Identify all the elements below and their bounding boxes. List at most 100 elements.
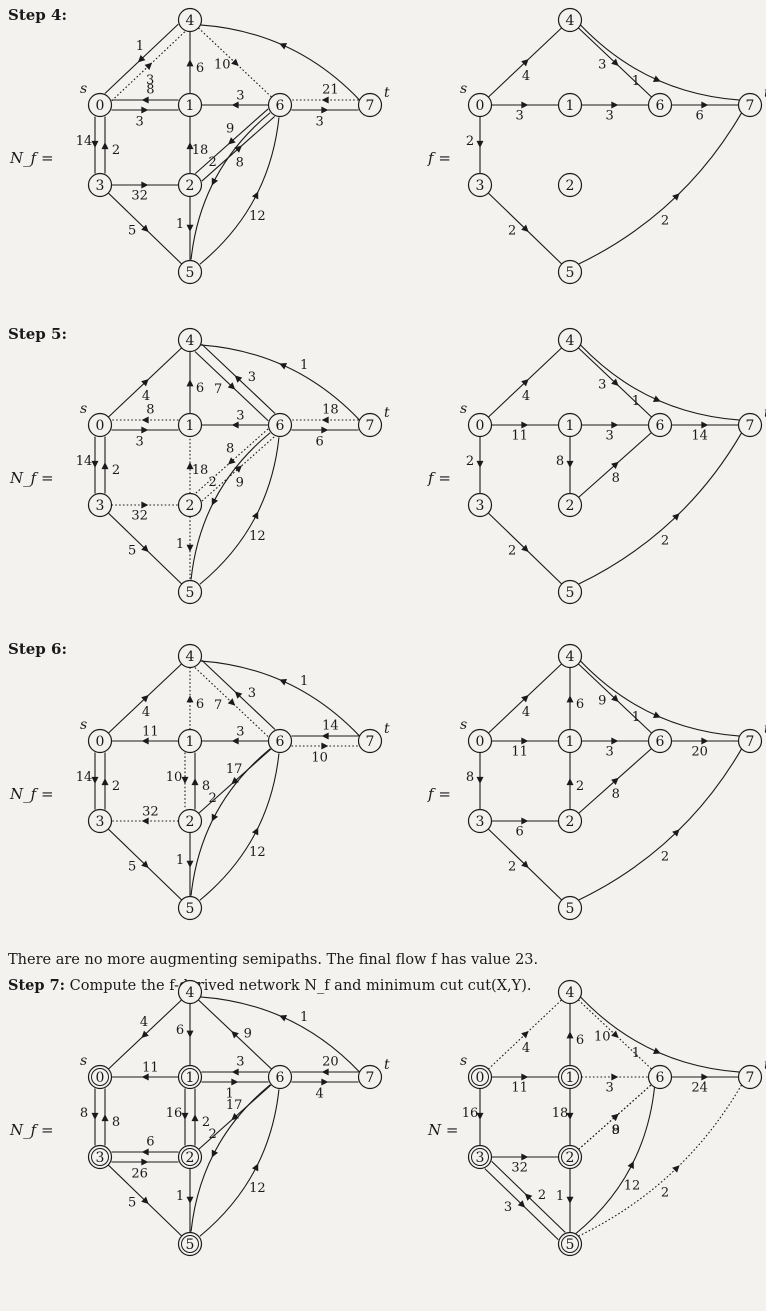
edge-7-6: 21	[291, 83, 359, 104]
node-label: 1	[566, 734, 575, 750]
cut-marker-ring	[561, 1068, 579, 1086]
edge-arrowhead	[701, 737, 709, 745]
cut-marker-ring	[91, 1068, 109, 1086]
edge-arrowhead	[476, 1112, 484, 1120]
edge-7-4	[200, 24, 360, 101]
node-0: 0	[467, 1064, 493, 1090]
edge-arrowhead	[186, 860, 194, 868]
edge-line	[580, 660, 740, 737]
node-label: 4	[566, 985, 575, 1001]
node-label: 3	[476, 1150, 485, 1166]
edge-capacity-label: 3	[236, 1055, 244, 1070]
edge-line	[199, 753, 280, 901]
node-circle	[467, 412, 493, 438]
edge-arrowhead	[521, 737, 529, 745]
node-label: 0	[476, 98, 485, 114]
edge-capacity-label: 17	[226, 1098, 243, 1113]
edge-capacity-label: 3	[248, 686, 256, 701]
edge-2-6: 8	[201, 115, 276, 182]
node-circle	[737, 1064, 763, 1090]
node-circle	[177, 492, 203, 518]
edge-3-5: 2	[487, 512, 563, 585]
edge-capacity-label: 2	[538, 1188, 546, 1203]
edge-capacity-label: 1	[176, 537, 184, 552]
edge-arrowhead	[141, 1158, 149, 1166]
node-circle	[557, 643, 583, 669]
edge-capacity-label: 9	[244, 1026, 252, 1041]
node-6: 6	[267, 412, 293, 438]
edge-capacity-label: 4	[522, 389, 530, 404]
edge-arrowhead	[186, 224, 194, 232]
edge-arrowhead	[279, 43, 288, 50]
node-6: 6	[267, 728, 293, 754]
edge-6-7: 6	[291, 426, 359, 450]
node-2: 2	[557, 1144, 583, 1170]
edge-capacity-label: 10	[311, 751, 328, 766]
edge-2-1: 18	[186, 116, 208, 174]
edge-arrowhead	[521, 379, 529, 387]
edge-arrowhead	[566, 1031, 574, 1039]
source-label: s	[80, 717, 87, 733]
node-label: 3	[476, 498, 485, 514]
edge-arrowhead	[521, 421, 529, 429]
edge-arrowhead	[191, 1114, 199, 1122]
edge-3-5: 5	[107, 828, 183, 901]
cut-marker-ring	[561, 1235, 579, 1253]
edge-4-6: 7	[194, 351, 269, 422]
edge-capacity-label: 11	[511, 745, 528, 760]
edge-3-0: 2	[101, 116, 120, 174]
edge-capacity-label: 2	[209, 1127, 217, 1142]
edge-capacity-label: 9	[226, 121, 234, 136]
node-label: 6	[276, 1070, 285, 1086]
node-0: 0	[87, 412, 113, 438]
network-label: N_f =	[9, 469, 54, 487]
edge-arrowhead	[321, 1068, 329, 1076]
node-label: 2	[566, 498, 575, 514]
node-1: 1	[557, 728, 583, 754]
edge-arrowhead	[611, 461, 619, 470]
edge-2-3: 32	[111, 805, 179, 825]
edge-1-0: 8	[111, 83, 179, 104]
node-circle	[467, 808, 493, 834]
node-label: 1	[566, 418, 575, 434]
edge-capacity-label: 6	[196, 61, 204, 76]
edge-capacity-label: 2	[112, 779, 120, 794]
edge-capacity-label: 8	[226, 441, 234, 456]
edge-capacity-label: 11	[511, 429, 528, 444]
edge-capacity-label: 20	[691, 745, 708, 760]
node-label: 1	[186, 418, 195, 434]
edge-3-2: 32	[111, 181, 179, 204]
edge-capacity-label: 32	[511, 1161, 528, 1176]
node-7: 7	[737, 92, 763, 118]
node-label: 7	[746, 418, 755, 434]
edge-arrowhead	[524, 1193, 533, 1201]
edge-4-6: 10	[577, 999, 653, 1070]
edge-3-5: 2	[487, 828, 563, 901]
edge-arrowhead	[521, 224, 529, 233]
node-label: 0	[96, 734, 105, 750]
node-circle	[177, 979, 203, 1005]
edge-capacity-label: 12	[249, 1181, 266, 1196]
edge-line	[578, 748, 743, 901]
edge-capacity-label: 9	[598, 694, 606, 709]
edge-7-4: 1	[200, 996, 360, 1073]
edge-arrowhead	[141, 1030, 149, 1038]
node-0: 0	[87, 92, 113, 118]
edge-arrowhead	[91, 1112, 99, 1120]
node-label: 3	[96, 1150, 105, 1166]
network-label: f =	[427, 785, 451, 803]
edge-capacity-label: 2	[661, 1186, 669, 1201]
edge-capacity-label: 21	[322, 83, 339, 98]
edge-capacity-label: 10	[214, 58, 231, 73]
node-label: 6	[656, 1070, 665, 1086]
node-circle	[177, 7, 203, 33]
edge-arrowhead	[321, 426, 329, 434]
edge-capacity-label: 3	[605, 109, 613, 124]
network-label: f =	[427, 469, 451, 487]
edge-capacity-label: 12	[624, 1178, 641, 1193]
node-2: 2	[557, 808, 583, 834]
edge-capacity-label: 1	[556, 1189, 564, 1204]
node-3: 3	[467, 492, 493, 518]
node-circle	[87, 492, 113, 518]
